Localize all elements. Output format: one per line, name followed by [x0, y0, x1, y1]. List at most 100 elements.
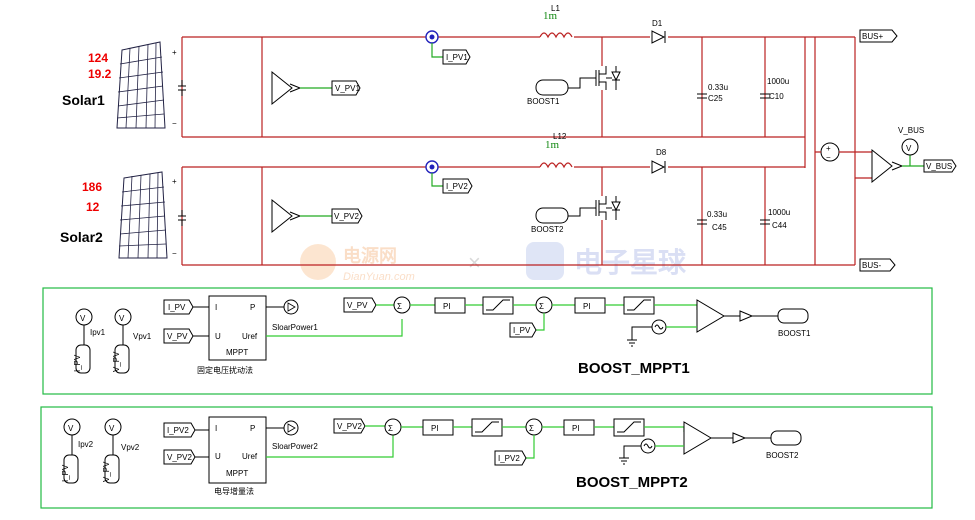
v-bus-out-label: V_BUS — [926, 162, 952, 171]
svg-text:U: U — [215, 332, 221, 341]
boost-mppt2-panel: V I_PV Ipv2 V V_PV Vpv2 I_PV2 V_PV2 I U … — [40, 406, 933, 509]
terminal-plus: + — [172, 48, 177, 57]
mppt2-method: 电导增量法 — [214, 486, 254, 496]
solar2-value1: 186 — [82, 180, 102, 194]
probe-v-pv[interactable] — [104, 454, 120, 484]
svg-text:V: V — [906, 144, 912, 153]
bus-plus-tag[interactable] — [859, 29, 898, 43]
i-pv2-label: I_PV2 — [446, 182, 468, 191]
boost2-out-tag[interactable] — [770, 430, 802, 446]
svg-text:PI: PI — [443, 302, 451, 311]
svg-text:MPPT: MPPT — [226, 469, 248, 478]
svg-text:PI: PI — [572, 424, 580, 433]
svg-text:I_PV: I_PV — [61, 464, 70, 482]
terminal-minus: − — [172, 249, 177, 258]
terminal-minus: − — [172, 119, 177, 128]
v-bus-meter-label: V_BUS — [898, 126, 924, 135]
diode-icon — [650, 160, 668, 174]
mppt1-block[interactable] — [208, 295, 267, 361]
svg-text:Σ: Σ — [539, 302, 544, 311]
svg-text:V: V — [68, 424, 74, 433]
buffer-icon — [739, 310, 754, 322]
meter-vpv2-label: Vpv2 — [121, 443, 140, 452]
boost1-gate-tag[interactable] — [535, 79, 569, 96]
probe-i-pv[interactable] — [75, 344, 91, 374]
svg-text:V: V — [80, 314, 86, 323]
mppt2-i-in-tag[interactable] — [163, 422, 196, 438]
mppt1-vpv-tag[interactable] — [343, 297, 377, 313]
svg-text:Uref: Uref — [242, 452, 258, 461]
i-pv1-tag[interactable] — [442, 49, 471, 65]
bus-voltage-sensor — [871, 148, 893, 184]
probe-i-pv-label: I_PV — [73, 354, 82, 372]
mppt2-v-in-tag[interactable] — [163, 449, 196, 465]
bus-minus-label: BUS- — [862, 261, 881, 270]
svg-text:PI: PI — [583, 302, 591, 311]
v-pv1-label: V_PV1 — [335, 84, 360, 93]
svg-text:−: − — [826, 153, 831, 162]
solar-panel-icon — [118, 171, 168, 259]
svg-text:I: I — [215, 303, 217, 312]
v-pv2-label: V_PV2 — [334, 212, 359, 221]
buffer-icon — [732, 432, 747, 444]
svg-text:V_PV: V_PV — [102, 461, 111, 482]
solar1-label: Solar1 — [62, 92, 105, 108]
meter-vpv1-label: Vpv1 — [133, 332, 152, 341]
probe-i-pv[interactable] — [63, 454, 79, 484]
bus-minus-tag[interactable] — [859, 258, 896, 272]
boost1-out-tag[interactable] — [777, 308, 809, 324]
boost2-label: BOOST2 — [531, 225, 564, 234]
v-pv1-tag[interactable] — [331, 80, 361, 96]
mppt2-title: BOOST_MPPT2 — [576, 474, 688, 491]
inductor-l1-value: 1m — [543, 10, 558, 22]
svg-text:I_PV2: I_PV2 — [498, 454, 520, 463]
mppt1-ipv-tag[interactable] — [509, 322, 537, 338]
mosfet-icon — [592, 196, 622, 220]
diode-d1-name: D1 — [652, 19, 663, 28]
mppt2-ipv-tag[interactable] — [494, 450, 527, 466]
cap-c44-value: 1000u — [768, 208, 790, 217]
voltage-sensor-2 — [271, 198, 293, 234]
v-pv2-tag[interactable] — [331, 208, 363, 224]
bus-section: + − BUS+ BUS- V V_BUS V_BUS — [815, 29, 957, 272]
watermark-separator: × — [468, 250, 481, 275]
cap-c25-value: 0.33u — [708, 83, 728, 92]
mppt1-title: BOOST_MPPT1 — [578, 360, 690, 377]
boost2-out-label: BOOST2 — [766, 451, 799, 460]
svg-text:P: P — [250, 303, 255, 312]
robot-icon — [526, 242, 564, 280]
meter-ipv1-label: Ipv1 — [90, 328, 106, 337]
svg-text:V_PV: V_PV — [347, 301, 368, 310]
mppt1-method: 固定电压扰动法 — [197, 365, 253, 375]
svg-text:V_PV2: V_PV2 — [167, 453, 192, 462]
boost1-label: BOOST1 — [527, 97, 560, 106]
i-pv2-tag[interactable] — [442, 178, 473, 194]
svg-text:Σ: Σ — [529, 424, 534, 433]
mppt1-v-in: V_PV — [167, 332, 188, 341]
watermark: 电源网 DianYuan.com × 电子星球 — [300, 242, 687, 283]
bus-plus-label: BUS+ — [862, 32, 883, 41]
mppt1-v-in-tag[interactable] — [163, 328, 194, 344]
probe-v-pv[interactable] — [114, 344, 130, 374]
v-bus-tag[interactable] — [923, 159, 957, 173]
probe-v-pv-label: V_PV — [112, 351, 121, 372]
cap-c45-name: C45 — [712, 223, 727, 232]
svg-text:V_PV2: V_PV2 — [337, 422, 362, 431]
inductor-l12-name: L12 — [553, 132, 567, 141]
sloar-power1-label: SloarPower1 — [272, 323, 318, 332]
voltage-sensor-1 — [271, 70, 293, 106]
inductor-l12-value: 1m — [545, 139, 560, 151]
boost2-gate-tag[interactable] — [535, 207, 569, 224]
meter-ipv2-label: Ipv2 — [78, 440, 94, 449]
mppt1-i-in-tag[interactable] — [163, 299, 194, 315]
comparator — [683, 421, 712, 455]
svg-text:MPPT: MPPT — [226, 348, 248, 357]
mosfet-icon — [592, 66, 622, 90]
mppt2-vpv-tag[interactable] — [333, 418, 366, 434]
svg-text:V: V — [109, 424, 115, 433]
solar1-value2: 19.2 — [88, 67, 112, 81]
cap-c10-value: 1000u — [767, 77, 789, 86]
solar2-value2: 12 — [86, 200, 100, 214]
boost-mppt1-panel: V I_PV Ipv1 V V_PV Vpv1 I_PV V_PV I U P … — [42, 287, 933, 395]
mppt2-block[interactable] — [208, 416, 267, 484]
